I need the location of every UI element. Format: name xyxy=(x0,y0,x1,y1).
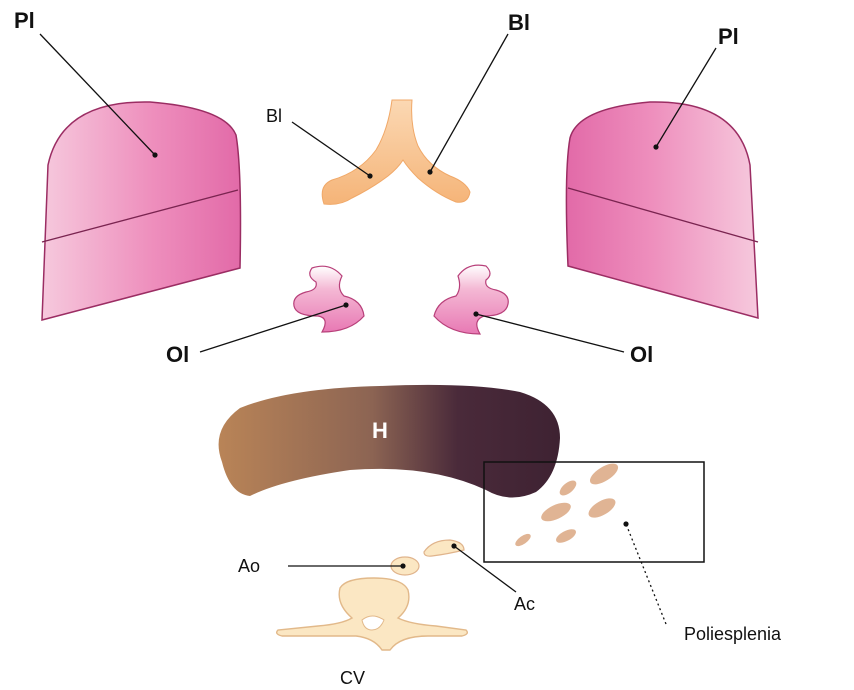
label-bronchus-left: Bl xyxy=(266,106,282,126)
vertebra xyxy=(277,578,468,650)
right-atrium xyxy=(434,265,508,334)
label-vertebra: CV xyxy=(340,668,365,688)
label-lung-left: Pl xyxy=(14,8,35,33)
bronchial-tree xyxy=(322,100,470,204)
label-liver: H xyxy=(372,418,388,443)
label-atrium-right: Ol xyxy=(630,342,653,367)
label-aorta: Ao xyxy=(238,556,260,576)
label-lung-right: Pl xyxy=(718,24,739,49)
azygos-vein xyxy=(424,540,464,556)
right-lung xyxy=(566,102,758,318)
label-polysplenia: Poliesplenia xyxy=(684,624,782,644)
label-atrium-left: Ol xyxy=(166,342,189,367)
left-lung xyxy=(42,102,241,320)
label-azygos: Ac xyxy=(514,594,535,614)
liver xyxy=(219,385,560,498)
left-atrium xyxy=(294,266,364,332)
label-bronchus-right: Bl xyxy=(508,10,530,35)
